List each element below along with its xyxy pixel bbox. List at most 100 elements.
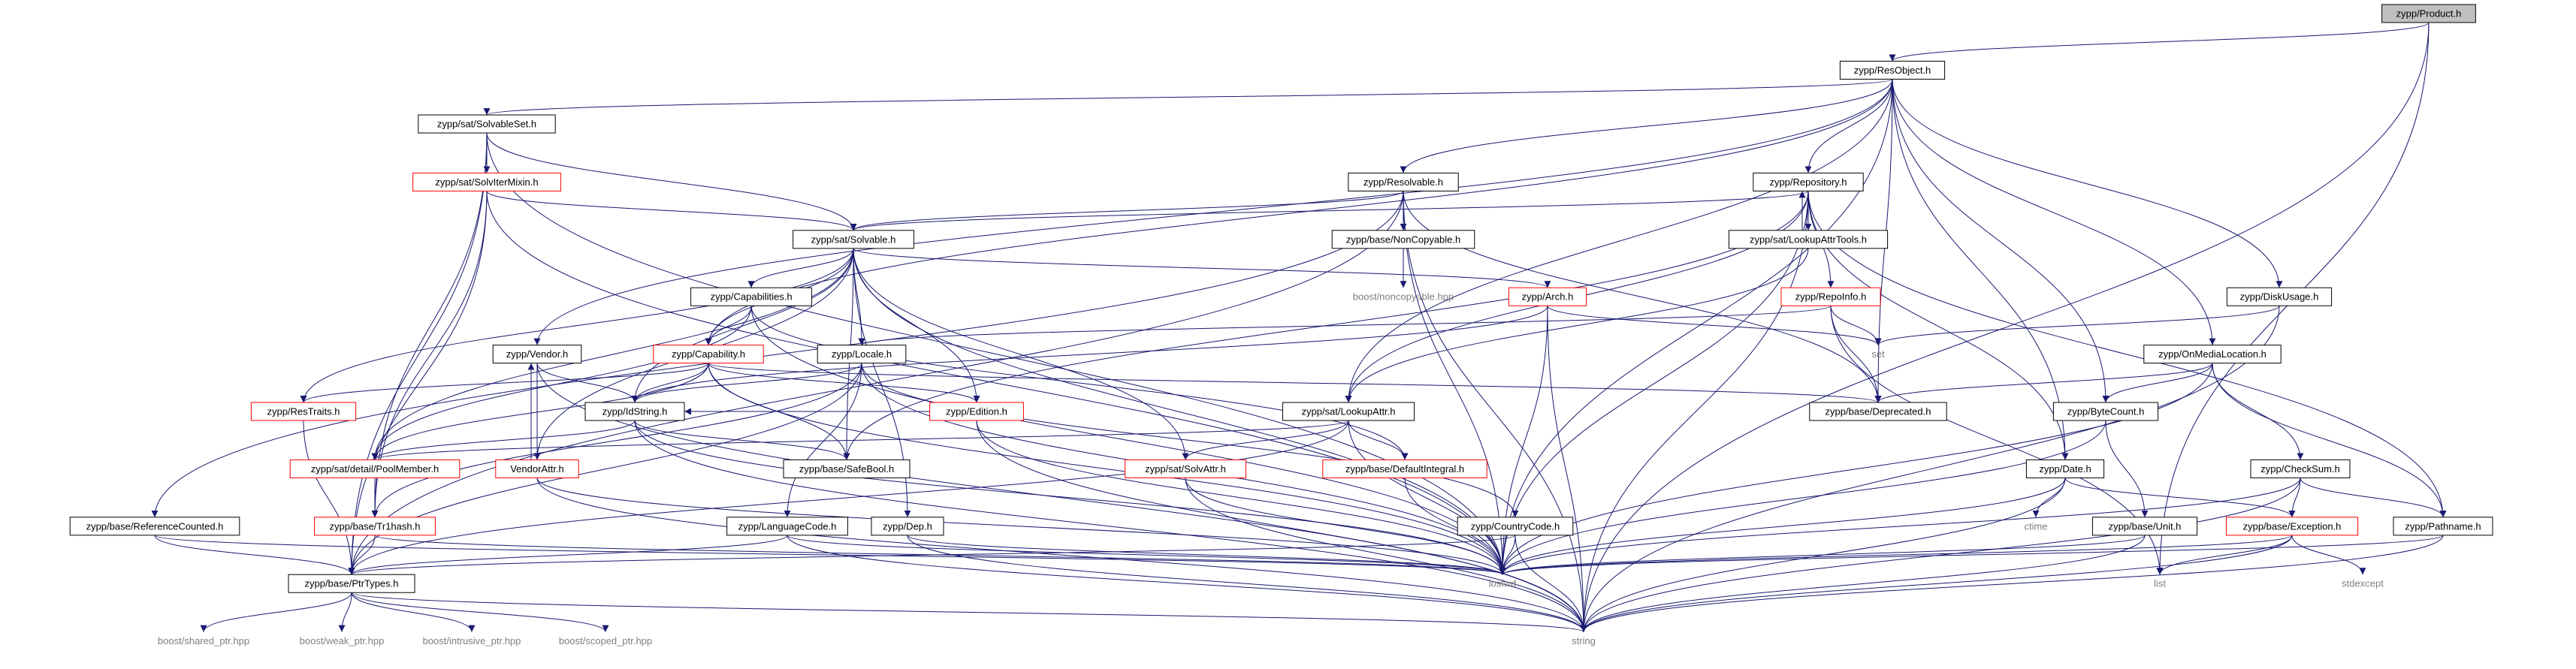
node-trihash[interactable]: zypp/base/Tr1hash.h (314, 517, 436, 536)
edge-repoinfo-to-set (1830, 306, 1882, 345)
node-vendor[interactable]: zypp/Vendor.h (492, 345, 582, 364)
node-label-intrusiveptr: boost/intrusive_ptr.hpp (423, 635, 521, 646)
node-languagecode[interactable]: zypp/LanguageCode.h (726, 517, 848, 536)
edge-ptrtypes-to-weakptr (338, 592, 352, 632)
edge-capability-to-edition (708, 363, 980, 403)
edge-resobject-to-vendor (533, 79, 1893, 345)
edge-resobject-to-resolvable (1400, 79, 1893, 173)
edge-solvable-to-poolmember (371, 248, 854, 460)
node-box-locale (817, 345, 907, 364)
edge-resolvable-to-solvable (850, 191, 1404, 231)
node-countrycode[interactable]: zypp/CountryCode.h (1457, 517, 1574, 536)
node-label-dep: zypp/Dep.h (883, 520, 932, 532)
node-poolmember[interactable]: zypp/sat/detail/PoolMember.h (289, 459, 461, 478)
edge-defaultintegral-to-iosfwd (1404, 478, 1506, 575)
node-box-pathname (2393, 517, 2493, 536)
node-label-capabilities: zypp/Capabilities.h (710, 291, 792, 303)
node-repoinfo[interactable]: zypp/RepoInfo.h (1780, 287, 1881, 306)
node-sharedptr: boost/shared_ptr.hpp (158, 635, 249, 646)
edge-locale-to-countrycode (861, 363, 1519, 517)
node-box-vendor (492, 345, 582, 364)
node-solviter[interactable]: zypp/sat/SolvIterMixin.h (412, 172, 561, 191)
node-box-deprecated (1809, 402, 1947, 421)
edge-solvable-to-iosfwd (853, 248, 1506, 575)
node-lookupattrtools[interactable]: zypp/sat/LookupAttrTools.h (1728, 230, 1889, 249)
node-capability[interactable]: zypp/Capability.h (653, 345, 764, 364)
node-box-defaultintegral (1322, 459, 1487, 478)
node-box-countrycode (1457, 517, 1574, 536)
node-label-scopedptr: boost/scoped_ptr.hpp (559, 635, 652, 646)
node-box-diskusage (2226, 287, 2333, 306)
edge-diskusage-to-set (1874, 305, 2280, 346)
node-noncopyable[interactable]: zypp/base/NonCopyable.h (1331, 230, 1475, 249)
edge-capability-to-restraits (300, 363, 709, 403)
node-arch[interactable]: zypp/Arch.h (1508, 287, 1587, 306)
edge-arch-to-idstring (631, 306, 1548, 403)
node-idstring[interactable]: zypp/IdString.h (584, 402, 685, 421)
edge-idstring-to-safebool (634, 420, 850, 460)
node-locale[interactable]: zypp/Locale.h (817, 345, 907, 364)
node-list: list (2154, 578, 2166, 589)
dependency-nodes: zypp/Product.h zypp/ResObject.h zypp/sat/S… (69, 4, 2493, 646)
edge-vendor-to-idstring (536, 363, 639, 403)
node-safebool[interactable]: zypp/base/SafeBool.h (783, 459, 911, 478)
edge-solviter-to-trihash (371, 191, 488, 517)
node-vendorattr[interactable]: VendorAttr.h (495, 459, 579, 478)
node-dep[interactable]: zypp/Dep.h (871, 517, 944, 536)
edge-lookupattr-to-solvattr (1182, 420, 1349, 460)
node-diskusage[interactable]: zypp/DiskUsage.h (2226, 287, 2333, 306)
node-lookupattr[interactable]: zypp/sat/LookupAttr.h (1282, 402, 1415, 421)
node-resolvable[interactable]: zypp/Resolvable.h (1348, 172, 1459, 191)
node-label-defaultintegral: zypp/base/DefaultIntegral.h (1345, 463, 1464, 475)
node-defaultintegral[interactable]: zypp/base/DefaultIntegral.h (1322, 459, 1487, 478)
node-bytecount[interactable]: zypp/ByteCount.h (2052, 402, 2159, 421)
node-solvableset[interactable]: zypp/sat/SolvableSet.h (418, 114, 556, 134)
node-string: string (1572, 635, 1596, 646)
node-box-arch (1508, 287, 1587, 306)
node-solvable[interactable]: zypp/sat/Solvable.h (793, 230, 914, 249)
node-box-solviter (412, 172, 561, 191)
node-label-repoinfo: zypp/RepoInfo.h (1795, 291, 1867, 303)
edge-repository-to-iosfwd (1499, 191, 1809, 575)
node-box-lookupattrtools (1728, 230, 1889, 249)
edge-ptrtypes-to-intrusiveptr (351, 592, 476, 632)
node-resobject[interactable]: zypp/ResObject.h (1839, 60, 1946, 80)
edge-resolvable-to-string (1403, 191, 1587, 632)
edge-locale-to-languagecode (784, 363, 862, 517)
node-label-solviter: zypp/sat/SolvIterMixin.h (435, 176, 538, 188)
node-box-languagecode (726, 517, 848, 536)
edge-countrycode-to-ptrtypes (349, 535, 1516, 575)
node-iosfwd: iosfwd (1489, 578, 1517, 589)
node-refcounted[interactable]: zypp/base/ReferenceCounted.h (69, 517, 240, 536)
edge-idstring-to-poolmember (371, 420, 636, 460)
node-box-exception (2225, 517, 2359, 536)
edge-bytecount-to-unit (2105, 420, 2149, 517)
node-capabilities[interactable]: zypp/Capabilities.h (690, 287, 812, 306)
node-label-refcounted: zypp/base/ReferenceCounted.h (86, 520, 224, 532)
edge-solvableset-to-ptrtypes (348, 133, 488, 575)
node-repository[interactable]: zypp/Repository.h (1753, 172, 1864, 191)
node-onmedialocation[interactable]: zypp/OnMediaLocation.h (2143, 345, 2282, 364)
node-solvattr[interactable]: zypp/sat/SolvAttr.h (1125, 459, 1246, 478)
node-date[interactable]: zypp/Date.h (2025, 459, 2105, 478)
edge-edition-to-iosfwd (976, 420, 1506, 575)
node-label-diskusage: zypp/DiskUsage.h (2240, 291, 2319, 303)
node-label-safebool: zypp/base/SafeBool.h (799, 463, 894, 475)
node-pathname[interactable]: zypp/Pathname.h (2393, 517, 2493, 536)
edge-locale-to-idstring (631, 363, 862, 403)
edge-onmedialocation-to-pathname (2212, 363, 2447, 517)
node-product[interactable]: zypp/Product.h (2381, 4, 2476, 23)
edge-lookupattrtools-to-lookupattr (1345, 248, 1809, 403)
node-ptrtypes[interactable]: zypp/base/PtrTypes.h (288, 574, 415, 593)
edge-resobject-to-repository (1804, 79, 1893, 173)
node-edition[interactable]: zypp/Edition.h (929, 402, 1024, 421)
node-label-string: string (1572, 635, 1596, 646)
node-deprecated[interactable]: zypp/base/Deprecated.h (1809, 402, 1947, 421)
edge-ptrtypes-to-string (351, 592, 1587, 633)
node-unit[interactable]: zypp/base/Unit.h (2091, 517, 2198, 536)
node-restraits[interactable]: zypp/ResTraits.h (250, 402, 357, 421)
node-exception[interactable]: zypp/base/Exception.h (2225, 517, 2359, 536)
edge-lookupattr-to-ptrtypes (348, 420, 1349, 575)
node-checksum[interactable]: zypp/CheckSum.h (2250, 459, 2351, 478)
